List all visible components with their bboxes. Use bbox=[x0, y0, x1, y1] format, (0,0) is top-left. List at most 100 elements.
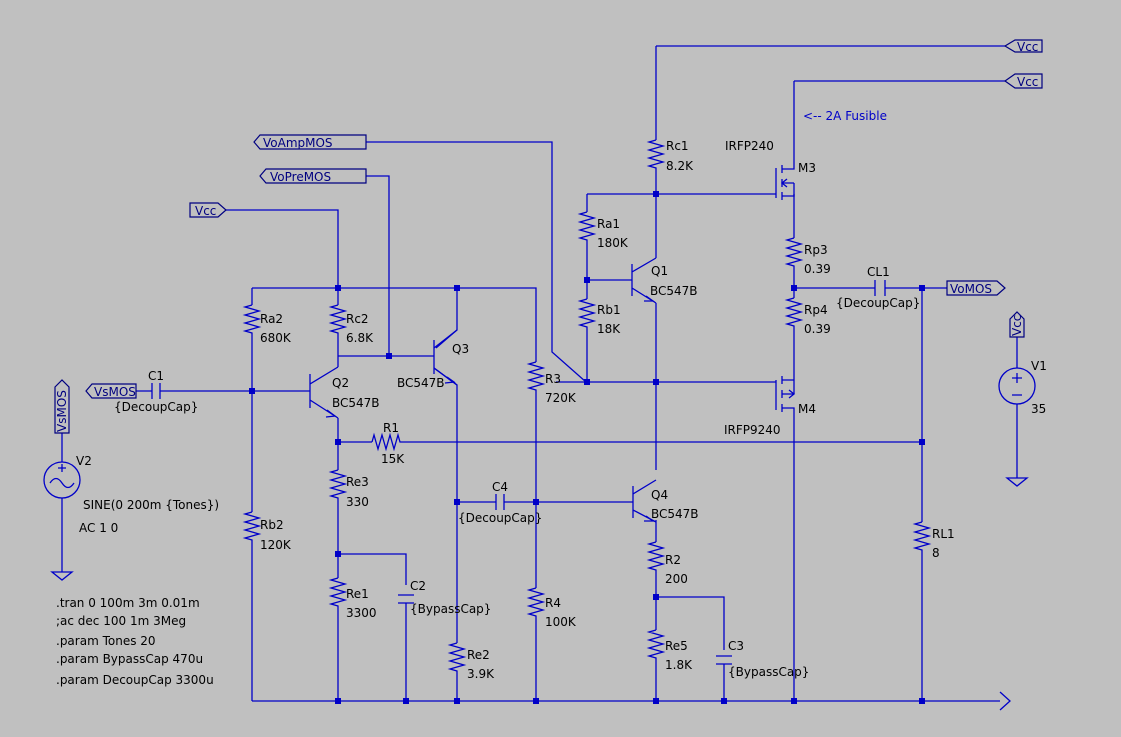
mosfet-m3[interactable]: IRFP240 M3 bbox=[725, 139, 816, 200]
netflag-vcc-top2-label: Vcc bbox=[1017, 75, 1038, 89]
re3-value: 330 bbox=[346, 495, 369, 509]
resistor-rp4[interactable]: Rp4 0.39 bbox=[784, 297, 831, 340]
capacitor-c2[interactable]: C2 {BypassCap} bbox=[398, 579, 491, 616]
re5-value: 1.8K bbox=[665, 658, 693, 672]
resistor-ra2[interactable]: Ra2 680K bbox=[242, 304, 292, 350]
c1-value: {DecoupCap} bbox=[114, 400, 198, 414]
q2-model: BC547B bbox=[332, 396, 380, 410]
rc2-name: Rc2 bbox=[346, 312, 369, 326]
resistor-r2[interactable]: R2 200 bbox=[646, 541, 688, 590]
netflag-vcc-left-label: Vcc bbox=[195, 204, 216, 218]
v1-name: V1 bbox=[1031, 359, 1047, 373]
resistor-re3[interactable]: Re3 330 bbox=[328, 469, 369, 512]
resistor-rc2[interactable]: Rc2 6.8K bbox=[328, 304, 374, 350]
re3-name: Re3 bbox=[346, 475, 369, 489]
directive-param-tones: .param Tones 20 bbox=[56, 634, 156, 648]
v2-name: V2 bbox=[76, 454, 92, 468]
resistor-re5[interactable]: Re5 1.8K bbox=[646, 629, 693, 674]
junctions bbox=[249, 191, 925, 704]
resistor-ra1[interactable]: Ra1 180K bbox=[577, 211, 629, 256]
re5-name: Re5 bbox=[665, 639, 688, 653]
netflag-vomos-label: VoMOS bbox=[950, 282, 992, 296]
capacitor-c3[interactable]: C3 {BypassCap} bbox=[716, 639, 809, 679]
rb2-value: 120K bbox=[260, 538, 292, 552]
c1-name: C1 bbox=[148, 369, 164, 383]
netflag-voampmos-label: VoAmpMOS bbox=[263, 136, 333, 150]
v2-ac: AC 1 0 bbox=[79, 521, 118, 535]
netflag-vcc-top2[interactable]: Vcc bbox=[1003, 73, 1043, 89]
m3-model: IRFP240 bbox=[725, 139, 774, 153]
q3-name: Q3 bbox=[452, 342, 469, 356]
voltage-source-v2[interactable]: V2 SINE(0 200m {Tones}) AC 1 0 bbox=[43, 454, 219, 535]
q4-model: BC547B bbox=[651, 507, 699, 521]
ra2-name: Ra2 bbox=[260, 312, 283, 326]
voltage-source-v1[interactable]: V1 35 bbox=[998, 359, 1047, 416]
resistor-rl1[interactable]: RL1 8 bbox=[912, 521, 955, 562]
resistor-r1[interactable]: R1 15K bbox=[371, 421, 408, 466]
netflag-vcc-v1[interactable]: Vcc bbox=[1009, 311, 1025, 338]
netflag-vsmos-c1[interactable]: VsMOS bbox=[85, 383, 137, 399]
netflag-voampmos[interactable]: VoAmpMOS bbox=[253, 134, 367, 150]
resistor-rb1[interactable]: Rb1 18K bbox=[577, 298, 621, 343]
m4-model: IRFP9240 bbox=[724, 423, 781, 437]
m4-name: M4 bbox=[798, 402, 816, 416]
q1-name: Q1 bbox=[651, 264, 668, 278]
netflag-vopremos-label: VoPreMOS bbox=[270, 170, 331, 184]
c4-value: {DecoupCap} bbox=[458, 511, 542, 525]
netflag-vcc-top1[interactable]: Vcc bbox=[1003, 39, 1043, 54]
resistor-rc1[interactable]: Rc1 8.2K bbox=[646, 139, 694, 176]
rl1-name: RL1 bbox=[932, 527, 955, 541]
capacitor-c1[interactable]: C1 {DecoupCap} bbox=[114, 369, 198, 414]
transistor-q3[interactable]: Q3 BC547B bbox=[397, 329, 469, 390]
r4-value: 100K bbox=[545, 615, 577, 629]
directive-tran: .tran 0 100m 3m 0.01m bbox=[56, 596, 200, 610]
rp3-value: 0.39 bbox=[804, 262, 831, 276]
c2-name: C2 bbox=[410, 579, 426, 593]
cl1-name: CL1 bbox=[867, 265, 890, 279]
netflag-vcc-top1-label: Vcc bbox=[1017, 40, 1038, 54]
v1-value: 35 bbox=[1031, 402, 1046, 416]
netflag-vsmos-v2[interactable]: VsMOS bbox=[54, 379, 70, 434]
directive-param-decoupcap: .param DecoupCap 3300u bbox=[56, 673, 214, 687]
rc2-value: 6.8K bbox=[346, 331, 374, 345]
resistor-r4[interactable]: R4 100K bbox=[526, 587, 577, 632]
q2-name: Q2 bbox=[332, 376, 349, 390]
v2-value: SINE(0 200m {Tones}) bbox=[83, 498, 219, 512]
mosfet-m4[interactable]: M4 IRFP9240 bbox=[724, 372, 816, 437]
capacitor-cl1[interactable]: CL1 {DecoupCap} bbox=[836, 265, 920, 310]
resistor-re2[interactable]: Re2 3.9K bbox=[447, 642, 495, 683]
netflag-vcc-left[interactable]: Vcc bbox=[189, 202, 227, 218]
resistor-r3[interactable]: R3 720K bbox=[526, 361, 577, 406]
rb1-name: Rb1 bbox=[597, 303, 621, 317]
rp3-name: Rp3 bbox=[804, 243, 828, 257]
cl1-value: {DecoupCap} bbox=[836, 296, 920, 310]
resistor-re1[interactable]: Re1 3300 bbox=[328, 577, 377, 622]
re2-name: Re2 bbox=[467, 648, 490, 662]
netflag-vcc-v1-label: Vcc bbox=[1010, 315, 1024, 336]
re1-value: 3300 bbox=[346, 606, 377, 620]
ra1-value: 180K bbox=[597, 236, 629, 250]
resistor-rp3[interactable]: Rp3 0.39 bbox=[784, 237, 831, 278]
r1-value: 15K bbox=[381, 452, 405, 466]
fusible-annotation: <-- 2A Fusible bbox=[803, 109, 887, 123]
r2-name: R2 bbox=[665, 553, 681, 567]
rp4-name: Rp4 bbox=[804, 303, 828, 317]
directive-param-bypasscap: .param BypassCap 470u bbox=[56, 652, 203, 666]
c3-name: C3 bbox=[728, 639, 744, 653]
transistor-q4[interactable]: Q4 BC547B bbox=[632, 479, 699, 523]
netflag-vopremos[interactable]: VoPreMOS bbox=[259, 168, 367, 184]
capacitor-c4[interactable]: C4 {DecoupCap} bbox=[458, 480, 542, 525]
spice-directives[interactable]: .tran 0 100m 3m 0.01m ;ac dec 100 1m 3Me… bbox=[56, 596, 214, 687]
netflag-vomos[interactable]: VoMOS bbox=[946, 280, 1006, 296]
m3-name: M3 bbox=[798, 161, 816, 175]
c4-name: C4 bbox=[492, 480, 508, 494]
ra1-name: Ra1 bbox=[597, 217, 620, 231]
resistor-rb2[interactable]: Rb2 120K bbox=[242, 511, 292, 556]
transistor-q2[interactable]: Q2 BC547B bbox=[309, 366, 380, 419]
transistor-q1[interactable]: Q1 BC547B bbox=[631, 257, 698, 304]
rl1-value: 8 bbox=[932, 546, 940, 560]
r4-name: R4 bbox=[545, 596, 561, 610]
rc1-value: 8.2K bbox=[666, 159, 694, 173]
netflag-vsmos-c1-label: VsMOS bbox=[94, 385, 136, 399]
